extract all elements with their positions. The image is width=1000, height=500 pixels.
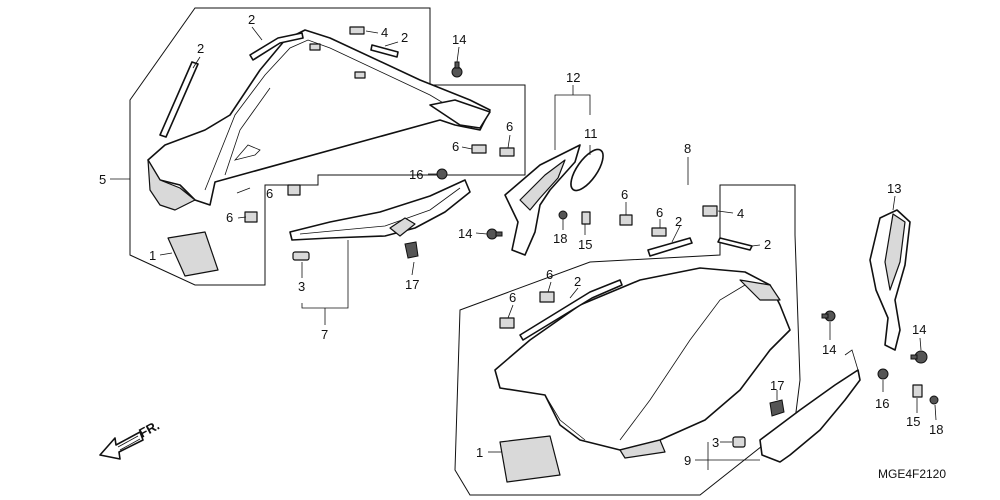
callout-17: 17 [405,277,419,292]
clip-6-e [619,214,633,226]
clip-17-left [404,241,419,259]
callout-2: 2 [401,30,408,45]
callout-1: 1 [149,248,156,263]
bolt-14-right-bottom [910,350,928,364]
clip-6-g [539,291,555,303]
callout-8: 8 [684,141,691,156]
callout-15: 15 [906,414,920,429]
clip-6-a [244,211,258,223]
callout-2: 2 [764,237,771,252]
callout-6: 6 [509,290,516,305]
clip-6-f [651,227,667,237]
callout-6: 6 [506,119,513,134]
callout-16: 16 [875,396,889,411]
fastener-16-left [436,168,448,180]
gasket-11 [570,148,604,192]
callout-2: 2 [675,214,682,229]
callout-13: 13 [887,181,901,196]
lower-cowl-right [494,267,791,459]
callout-17: 17 [770,378,784,393]
callout-9: 9 [684,453,691,468]
strip-2-right-a [647,237,693,257]
callout-3: 3 [712,435,719,450]
clip-6-h [499,317,515,329]
inner-panel-7 [289,179,471,241]
callout-6: 6 [656,205,663,220]
upper-cowl-left [147,29,491,211]
callout-18: 18 [553,231,567,246]
callout-5: 5 [99,172,106,187]
callout-7: 7 [321,327,328,342]
callout-6: 6 [266,186,273,201]
clip-4-right [702,205,718,217]
nut-15-mid [581,211,591,225]
callout-15: 15 [578,237,592,252]
bolt-14-upper [451,61,463,78]
callout-1: 1 [476,445,483,460]
group-boundary-8 [454,184,801,496]
strip-2-top [249,32,304,61]
group-boundary-5 [129,7,526,286]
part-3-left [292,251,310,261]
bolt-14-right-middle [821,310,836,322]
part-3-right [732,436,746,448]
callout-4: 4 [737,206,744,221]
strip-2-right-b [717,237,753,251]
callout-2: 2 [574,274,581,289]
panel-1-left [167,231,219,277]
callout-14: 14 [452,32,466,47]
callout-14: 14 [822,342,836,357]
callout-12: 12 [566,70,580,85]
callout-6: 6 [546,267,553,282]
callout-14: 14 [458,226,472,241]
leader-lines [110,26,937,470]
clip-17-right [769,399,785,417]
callout-14: 14 [912,322,926,337]
side-panel-12 [504,144,581,256]
callout-6: 6 [621,187,628,202]
callout-3: 3 [298,279,305,294]
drawing-code: MGE4F2120 [878,467,946,481]
clip-6-b [287,184,301,196]
callout-2: 2 [197,41,204,56]
callout-4: 4 [381,25,388,40]
strip-2-left [159,61,199,138]
clip-6-c [471,144,487,154]
clip-6-d [499,147,515,157]
screw-18-right [929,395,939,405]
screw-18-mid [558,210,568,220]
callout-6: 6 [452,139,459,154]
callout-16: 16 [409,167,423,182]
front-direction-arrow: FR. [99,418,162,460]
bolt-14-middle [486,228,503,240]
strip-2-right-c [519,279,623,341]
callout-18: 18 [929,422,943,437]
callout-2: 2 [248,12,255,27]
nut-15-right [912,384,923,398]
small-cover-9 [759,349,861,463]
callout-11: 11 [584,126,598,141]
panel-1-right [499,435,561,483]
callout-labels: 2 2 4 2 14 5 6 6 6 6 16 1 14 3 7 17 12 1… [99,12,946,481]
clip-4-upper [349,26,365,35]
callout-6: 6 [226,210,233,225]
strip-2-right-upper [370,44,399,58]
fastener-16-right [877,368,889,380]
bracket-13 [869,209,911,351]
